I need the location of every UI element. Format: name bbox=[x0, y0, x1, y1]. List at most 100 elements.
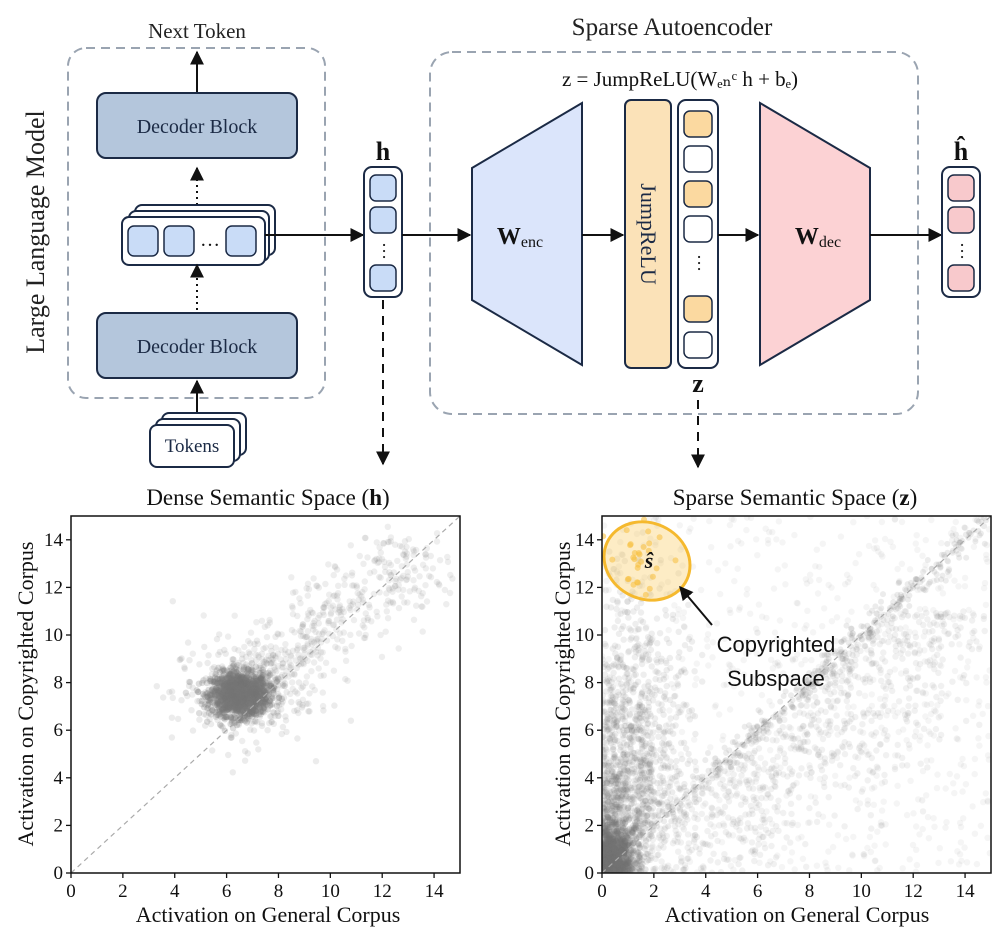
scatter-point bbox=[230, 675, 238, 683]
scatter-point bbox=[371, 557, 378, 565]
scatter-point bbox=[220, 681, 227, 688]
hhat-vector: ĥ … bbox=[941, 137, 981, 298]
scatter-point bbox=[233, 672, 240, 679]
scatter-point bbox=[229, 693, 236, 700]
scatter-point bbox=[242, 680, 249, 688]
scatter-point bbox=[220, 695, 227, 703]
scatter-point bbox=[376, 555, 383, 562]
scatter-point bbox=[366, 569, 374, 577]
scatter-point bbox=[228, 714, 235, 721]
scatter-point bbox=[315, 665, 322, 672]
scatter-point bbox=[243, 689, 251, 697]
scatter-point bbox=[616, 851, 623, 859]
scatter-point bbox=[228, 702, 236, 709]
scatter-point bbox=[227, 670, 234, 678]
scatter-point bbox=[385, 538, 393, 546]
scatter-point bbox=[248, 698, 255, 706]
scatter-point bbox=[229, 672, 237, 680]
scatter-point bbox=[220, 689, 227, 696]
scatter-point bbox=[234, 707, 242, 714]
scatter-point bbox=[268, 713, 275, 720]
scatter-point bbox=[236, 703, 244, 711]
scatter-point bbox=[228, 675, 236, 682]
scatter-point bbox=[213, 711, 220, 719]
scatter-point bbox=[236, 691, 243, 698]
x-tick-label: 14 bbox=[425, 881, 445, 902]
scatter-point bbox=[221, 682, 228, 689]
scatter-point bbox=[275, 694, 283, 701]
scatter-point bbox=[232, 682, 240, 690]
scatter-point bbox=[220, 688, 227, 695]
scatter-point bbox=[283, 668, 290, 675]
scatter-point bbox=[242, 688, 249, 696]
scatter-point bbox=[220, 666, 227, 673]
scatter-point bbox=[443, 601, 450, 608]
scatter-point bbox=[249, 685, 257, 692]
scatter-point bbox=[361, 634, 369, 641]
scatter-point bbox=[252, 695, 259, 702]
scatter-point bbox=[226, 696, 234, 704]
scatter-point bbox=[609, 830, 617, 838]
scatter-point bbox=[257, 664, 265, 672]
scatter-point bbox=[209, 707, 216, 714]
scatter-point bbox=[699, 678, 706, 685]
scatter-point bbox=[220, 682, 228, 689]
scatter-point bbox=[240, 696, 247, 703]
scatter-point bbox=[176, 656, 183, 664]
llm-label: Large Language Model bbox=[21, 110, 50, 354]
scatter-point bbox=[232, 681, 240, 688]
scatter-point bbox=[251, 646, 258, 653]
scatter-point bbox=[232, 703, 239, 710]
scatter-point bbox=[261, 709, 268, 716]
scatter-point bbox=[231, 689, 238, 697]
scatter-point bbox=[222, 686, 229, 693]
scatter-point bbox=[392, 582, 399, 590]
scatter-point bbox=[245, 693, 252, 701]
scatter-point bbox=[230, 667, 237, 675]
scatter-point bbox=[294, 642, 302, 649]
scatter-point bbox=[214, 675, 221, 682]
scatter-point bbox=[238, 684, 245, 691]
scatter-point bbox=[289, 604, 296, 611]
scatter-point bbox=[229, 696, 237, 703]
scatter-point bbox=[298, 684, 305, 692]
scatter-point bbox=[241, 697, 248, 705]
scatter-point bbox=[384, 538, 392, 546]
scatter-point bbox=[268, 680, 275, 687]
scatter-point bbox=[231, 690, 238, 697]
scatter-point bbox=[278, 673, 285, 681]
scatter-point bbox=[231, 689, 239, 696]
scatter-point bbox=[168, 714, 176, 721]
scatter-point bbox=[305, 708, 312, 715]
scatter-point bbox=[220, 687, 227, 694]
scatter-point bbox=[240, 659, 247, 666]
scatter-point bbox=[238, 703, 245, 710]
scatter-point bbox=[232, 686, 239, 693]
scatter-point bbox=[282, 646, 289, 654]
scatter-point bbox=[265, 678, 273, 685]
scatter-point bbox=[243, 694, 251, 702]
scatter-point bbox=[250, 696, 257, 703]
scatter-point bbox=[240, 663, 248, 671]
scatter-point bbox=[415, 587, 422, 595]
scatter-point bbox=[201, 643, 208, 651]
scatter-point bbox=[243, 680, 250, 687]
scatter-point bbox=[399, 551, 407, 558]
scatter-point bbox=[236, 685, 244, 692]
y-tick-label: 2 bbox=[54, 815, 64, 836]
scatter-point bbox=[803, 863, 810, 870]
scatter-point bbox=[233, 694, 240, 701]
scatter-point bbox=[231, 683, 239, 691]
scatter-point bbox=[292, 657, 300, 664]
scatter-point bbox=[244, 697, 251, 704]
scatter-point bbox=[233, 691, 240, 699]
scatter-point bbox=[247, 705, 255, 712]
scatter-point bbox=[252, 680, 260, 688]
scatter-point bbox=[634, 678, 642, 685]
scatter-point bbox=[304, 610, 312, 617]
scatter-point bbox=[266, 719, 273, 727]
scatter-point bbox=[237, 693, 245, 700]
scatter-point bbox=[200, 676, 207, 684]
scatter-point bbox=[233, 673, 240, 680]
scatter-point bbox=[604, 827, 611, 834]
